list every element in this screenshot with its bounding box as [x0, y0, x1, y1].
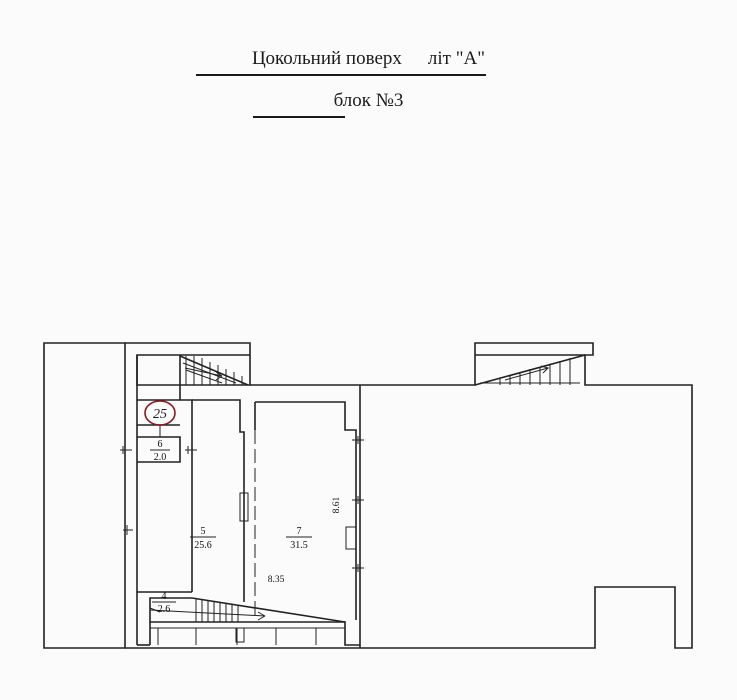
room-5-label: 5 25.6	[190, 526, 216, 551]
letter-label: літ "А"	[427, 48, 485, 69]
room-4-number: 4	[162, 591, 167, 602]
floor-title: Цокольний поверх	[252, 48, 402, 69]
room-6-number: 6	[158, 439, 163, 450]
adjacent-building	[360, 342, 693, 649]
title-underline	[196, 74, 486, 76]
room-5-area: 25.6	[194, 540, 212, 551]
room-5-number: 5	[201, 526, 206, 537]
room-4-label: 4 2.6	[152, 591, 176, 615]
room-4-area: 2.6	[158, 604, 171, 615]
block-underline	[253, 116, 345, 118]
room-6-label: 6 2.0	[150, 439, 170, 463]
dimension-width: 8.35	[268, 575, 285, 585]
room-7-area: 31.5	[290, 540, 308, 551]
room-7-label: 7 31.5	[286, 526, 312, 551]
circled-marker-number: 25	[153, 407, 167, 422]
lower-stair	[139, 591, 346, 623]
dimension-height: 8.61	[332, 496, 342, 513]
block-label: блок №3	[333, 90, 404, 111]
room-7-number: 7	[297, 526, 302, 537]
circled-marker: 25	[144, 400, 176, 426]
window-marks	[235, 492, 357, 643]
left-neighbor-outline	[43, 342, 126, 649]
door-ticks	[120, 425, 364, 572]
floor-title-line: Цокольний поверх літ "А"	[0, 48, 737, 70]
room-6-area: 2.0	[154, 452, 167, 463]
upper-left-stair	[179, 355, 249, 386]
